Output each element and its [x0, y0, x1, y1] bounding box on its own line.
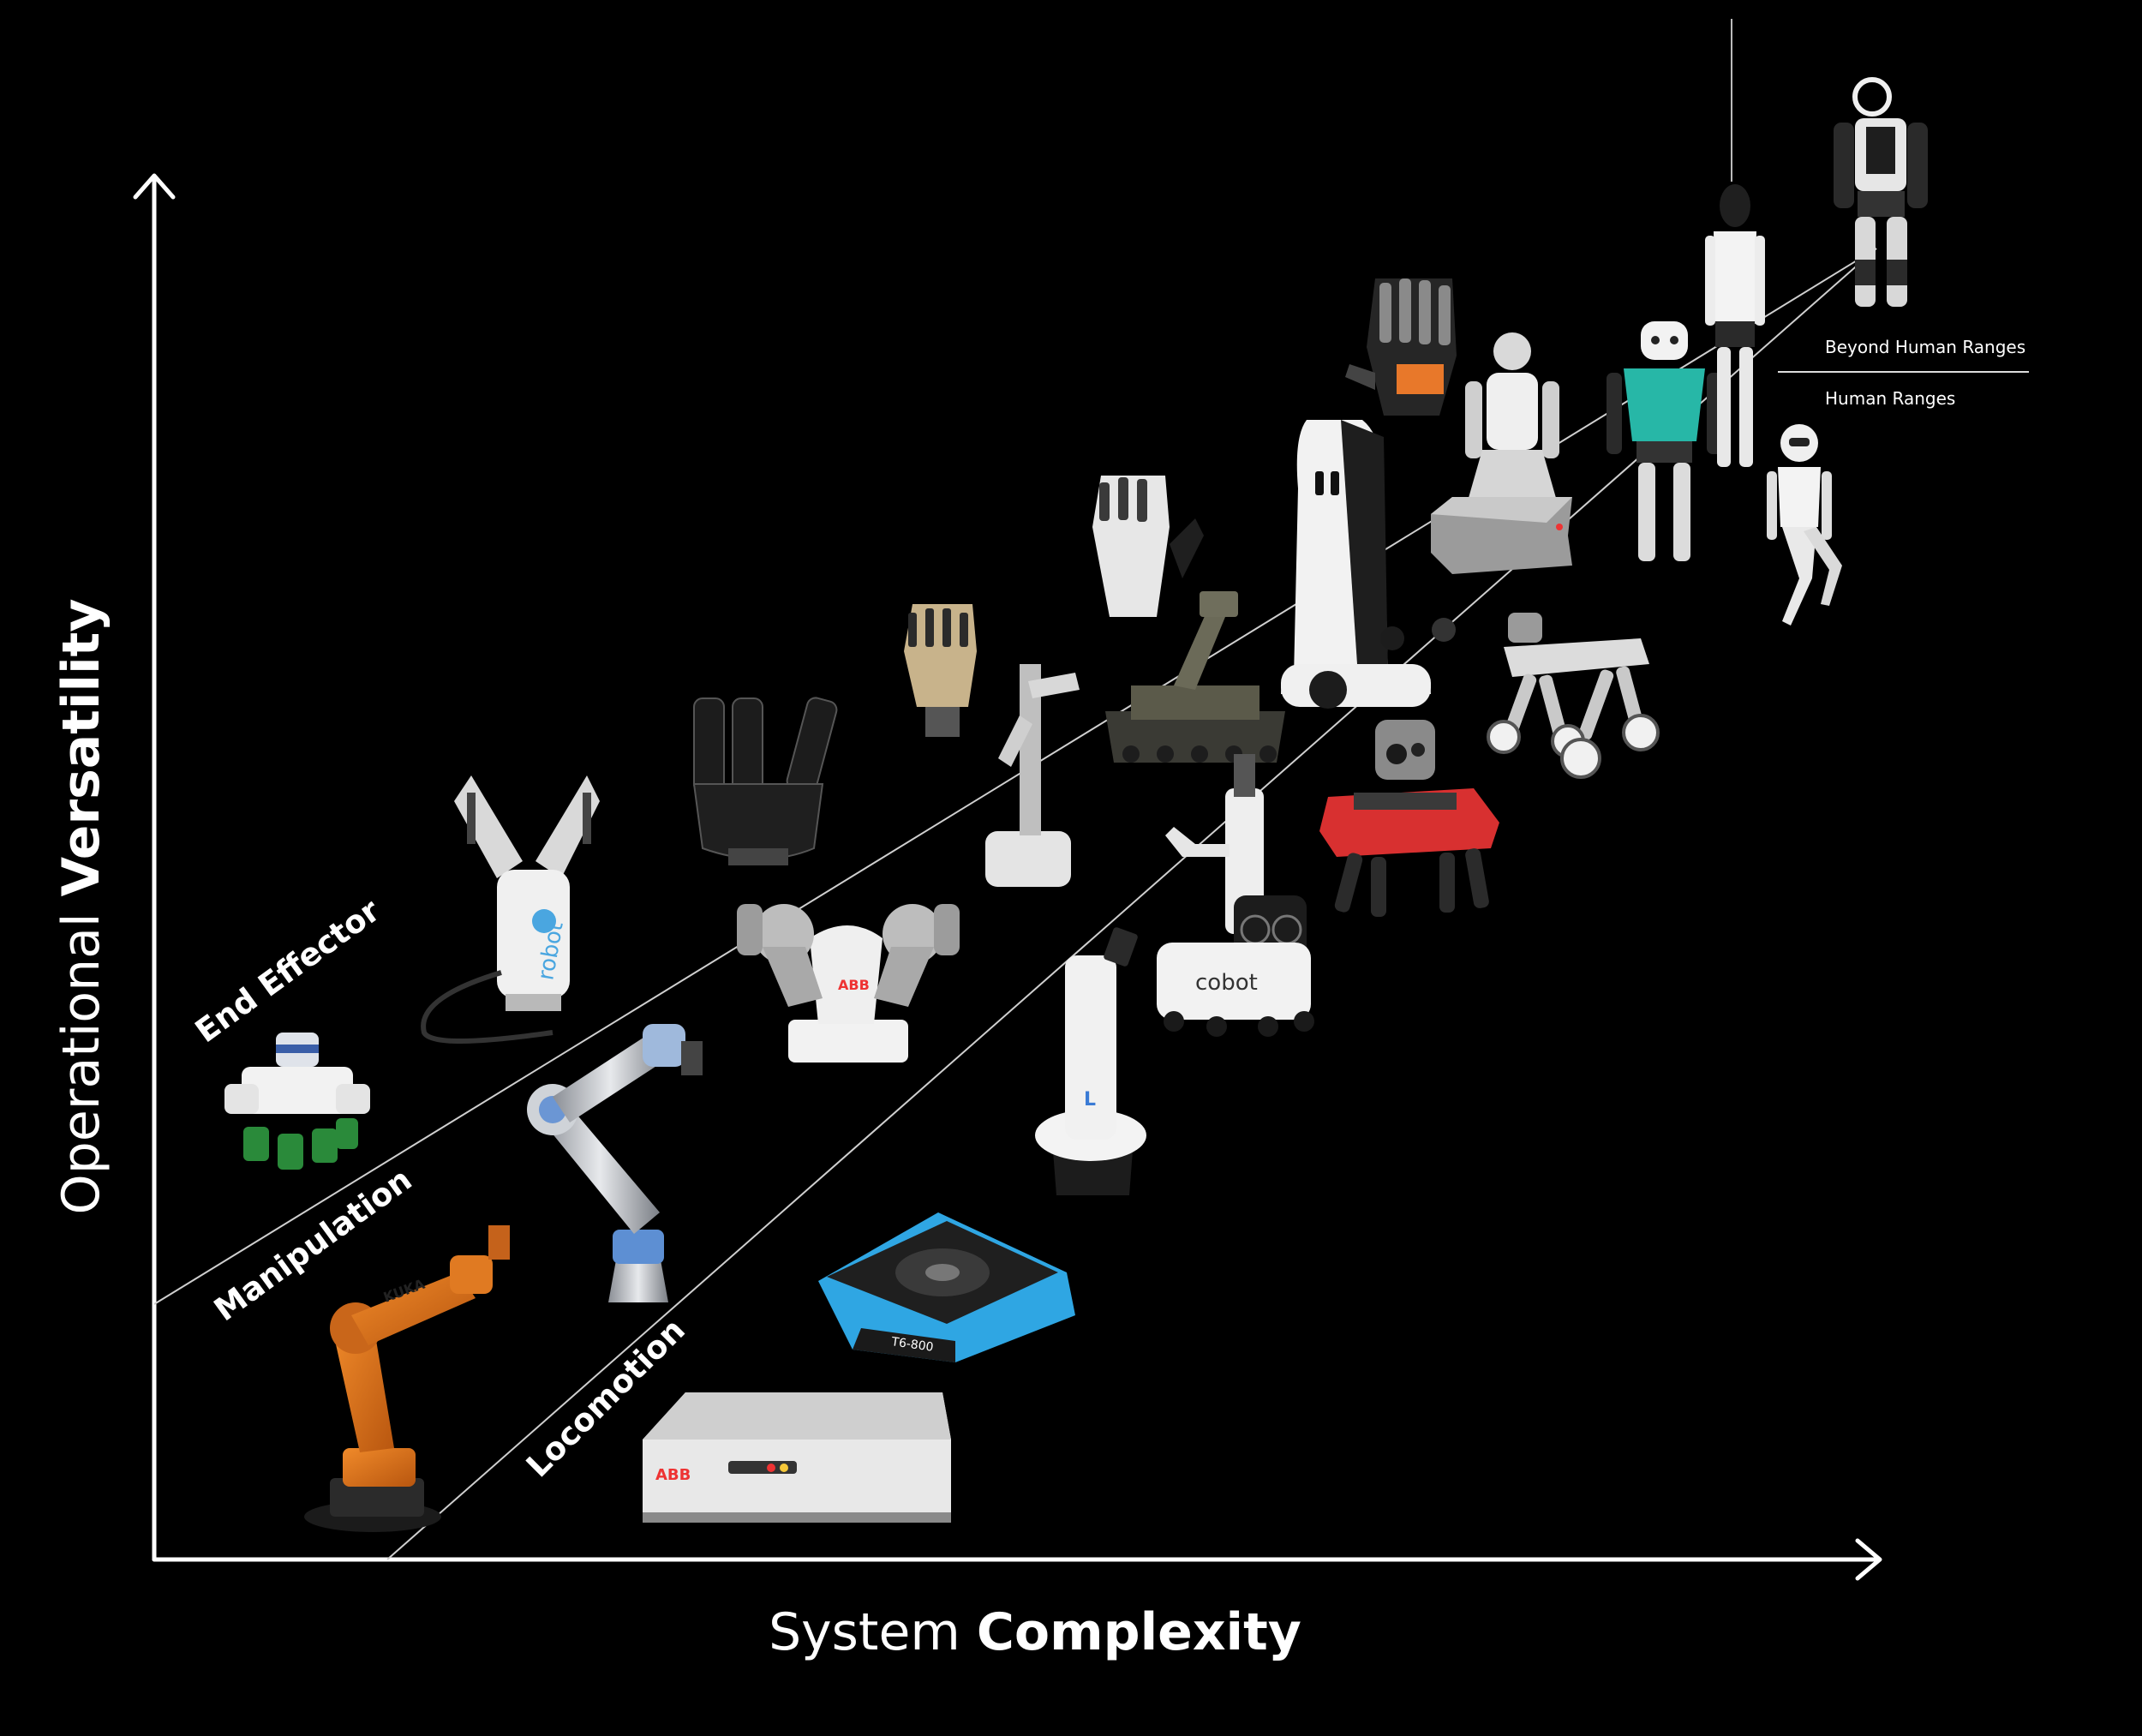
- dexterous-hand-robot: [1345, 278, 1457, 416]
- x-axis-title: System Complexity: [769, 1602, 1301, 1662]
- manipulation-boundary-line: [386, 248, 1877, 1560]
- amr-white-brand-label: ABB: [655, 1466, 691, 1484]
- x-axis-arrow-icon: [1855, 1538, 1882, 1581]
- cobot-brand-label: cobot: [1195, 970, 1258, 996]
- slim-humanoid-robot: [1705, 184, 1765, 467]
- y-axis-arrow-icon: [133, 173, 176, 200]
- teal-humanoid-robot: [1606, 321, 1722, 561]
- mobile-manipulator-robot: [985, 664, 1080, 887]
- x-axis-title-bold: Complexity: [977, 1602, 1301, 1662]
- amr-blue-model-label: T6-800: [889, 1335, 934, 1355]
- parallel-gripper-robot: robot: [421, 775, 600, 1044]
- wheeled-quadruped-robot: [1487, 613, 1660, 779]
- cobot-mobile-robot: cobot: [1157, 754, 1314, 1037]
- collaborative-arm-robot: [527, 1024, 703, 1302]
- y-axis-title-bold: Versatility: [51, 599, 111, 897]
- service-tower-robot: L: [1035, 927, 1146, 1195]
- human-ranges-label: Human Ranges: [1825, 388, 1955, 409]
- dual-arm-brand-label: ABB: [838, 977, 870, 993]
- tan-hand-robot: [904, 604, 977, 737]
- three-finger-gripper-robot: [692, 697, 838, 865]
- end-effector-boundary-line: [153, 248, 1877, 1305]
- large-humanoid-robot: [1834, 77, 1928, 307]
- dual-arm-robot: ABB: [737, 904, 960, 1063]
- axes: [133, 173, 1882, 1581]
- tracked-robot: [1105, 591, 1285, 763]
- vacuum-gripper-robot: [224, 1033, 370, 1170]
- humanoid-on-base-robot: [1431, 332, 1572, 574]
- red-quadruped-robot: [1319, 720, 1499, 917]
- end-effector-band-label: End Effector: [188, 891, 387, 1050]
- industrial-arm-robot: KUKA: [304, 1225, 510, 1532]
- y-axis-title: Operational Versatility: [51, 599, 111, 1215]
- articulated-hand-robot: [1092, 476, 1204, 617]
- white-service-robot: [1281, 420, 1456, 709]
- service-tower-brand-label: L: [1084, 1089, 1096, 1110]
- x-axis-title-light: System: [769, 1602, 977, 1662]
- small-humanoid-robot: [1767, 424, 1842, 626]
- band-boundaries: [153, 248, 1877, 1560]
- range-markers: Beyond Human Ranges Human Ranges: [1731, 19, 2029, 409]
- y-axis-title-light: Operational: [51, 896, 111, 1214]
- amr-platform-white: ABB: [643, 1392, 951, 1523]
- amr-platform-blue: T6-800: [818, 1212, 1075, 1362]
- beyond-human-ranges-label: Beyond Human Ranges: [1825, 337, 2025, 357]
